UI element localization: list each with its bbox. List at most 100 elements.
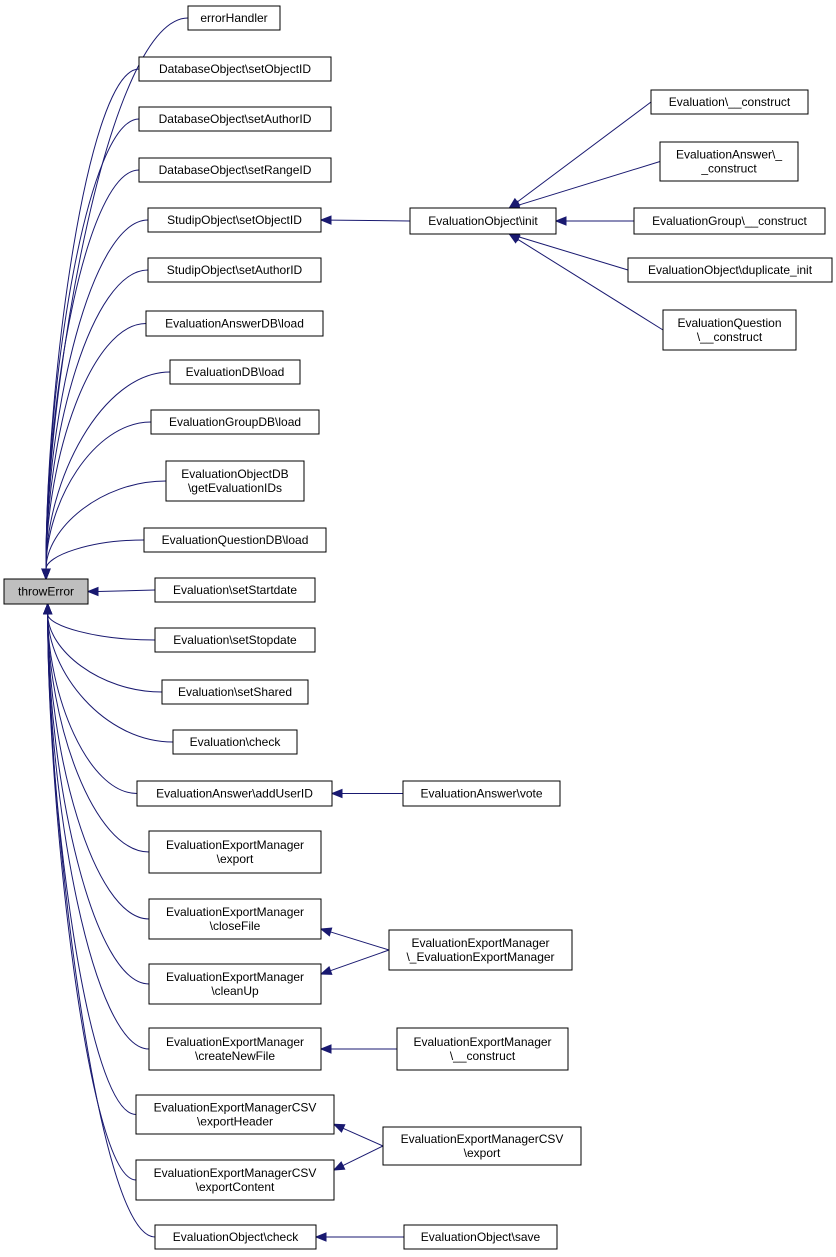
node-box[interactable]: [138, 56, 332, 82]
node-box[interactable]: [148, 1027, 322, 1071]
edge-line: [47, 613, 156, 1238]
graph-node-object-check[interactable]: EvaluationObject\check: [154, 1224, 317, 1250]
node-box[interactable]: [402, 780, 561, 807]
graph-node-object-init[interactable]: EvaluationObject\init: [409, 207, 557, 235]
graph-node-answerdb-load[interactable]: EvaluationAnswerDB\load: [145, 310, 324, 337]
node-box[interactable]: [147, 207, 322, 233]
node-box[interactable]: [138, 106, 332, 132]
graph-node-throwError[interactable]: throwError: [3, 578, 89, 605]
graph-node-eval-construct[interactable]: Evaluation\__construct: [650, 89, 809, 115]
graph-node-errorHandler[interactable]: errorHandler: [187, 5, 281, 31]
graph-node-eval-setStopdate[interactable]: Evaluation\setStopdate: [154, 627, 316, 653]
node-label: _construct: [700, 162, 757, 176]
node-box[interactable]: [659, 141, 799, 182]
node-box[interactable]: [633, 207, 826, 235]
graph-node-question-construct[interactable]: EvaluationQuestion\__construct: [662, 309, 797, 351]
graph-node-eval-check[interactable]: Evaluation\check: [172, 729, 298, 755]
node-label: EvaluationObjectDB: [181, 467, 288, 481]
node-label: \exportContent: [196, 1180, 275, 1194]
node-label: EvaluationAnswer\_: [676, 148, 782, 162]
node-box[interactable]: [165, 460, 305, 502]
graph-node-questiondb-load[interactable]: EvaluationQuestionDB\load: [143, 527, 327, 553]
node-label: Evaluation\check: [190, 735, 282, 749]
graph-node-group-construct[interactable]: EvaluationGroup\__construct: [633, 207, 826, 235]
node-label: EvaluationObject\duplicate_init: [648, 263, 813, 277]
node-label: EvaluationQuestionDB\load: [162, 533, 309, 547]
node-box[interactable]: [169, 359, 301, 385]
graph-edge-em-closeFile-to-throwError: [42, 602, 150, 920]
node-box[interactable]: [154, 577, 316, 603]
node-box[interactable]: [154, 627, 316, 653]
node-box[interactable]: [147, 257, 322, 283]
graph-edge-object-save-to-object-check: [314, 1232, 404, 1242]
graph-node-db-setRangeID[interactable]: DatabaseObject\setRangeID: [138, 157, 332, 183]
graph-node-csv-export[interactable]: EvaluationExportManagerCSV\export: [382, 1126, 582, 1166]
node-box[interactable]: [650, 89, 809, 115]
edge-arrowhead: [86, 586, 99, 597]
node-box[interactable]: [135, 1094, 335, 1135]
graph-node-csv-exportHeader[interactable]: EvaluationExportManagerCSV\exportHeader: [135, 1094, 335, 1135]
edge-arrowhead: [319, 927, 333, 937]
edge-line: [45, 539, 145, 570]
node-box[interactable]: [3, 578, 89, 605]
graph-node-object-save[interactable]: EvaluationObject\save: [403, 1224, 558, 1250]
node-box[interactable]: [627, 257, 833, 283]
graph-node-evaldb-load[interactable]: EvaluationDB\load: [169, 359, 301, 385]
node-layer: throwError errorHandlerDatabaseObject\set…: [3, 5, 833, 1250]
edge-line: [47, 613, 150, 920]
edge-line: [45, 421, 152, 570]
graph-node-studip-setObjectID[interactable]: StudipObject\setObjectID: [147, 207, 322, 233]
graph-node-answer-addUserID[interactable]: EvaluationAnswer\addUserID: [136, 780, 333, 807]
node-box[interactable]: [403, 1224, 558, 1250]
node-box[interactable]: [396, 1027, 569, 1071]
graph-edge-answer-addUserID-to-throwError: [42, 602, 138, 794]
node-box[interactable]: [388, 929, 573, 971]
node-box[interactable]: [138, 157, 332, 183]
graph-node-groupdb-load[interactable]: EvaluationGroupDB\load: [150, 409, 320, 435]
node-box[interactable]: [662, 309, 797, 351]
edge-arrowhead: [42, 602, 53, 615]
graph-node-em-cleanUp[interactable]: EvaluationExportManager\cleanUp: [148, 963, 322, 1005]
graph-node-em-closeFile[interactable]: EvaluationExportManager\closeFile: [148, 898, 322, 940]
graph-node-db-setAuthorID[interactable]: DatabaseObject\setAuthorID: [138, 106, 332, 132]
node-box[interactable]: [145, 310, 324, 337]
graph-edge-question-construct-to-object-init: [508, 233, 664, 331]
node-box[interactable]: [148, 898, 322, 940]
node-box[interactable]: [148, 963, 322, 1005]
edge-line: [517, 238, 664, 331]
node-box[interactable]: [161, 679, 309, 705]
node-box[interactable]: [382, 1126, 582, 1166]
graph-node-em-export[interactable]: EvaluationExportManager\export: [148, 830, 322, 874]
graph-node-em-destructor[interactable]: EvaluationExportManager\_EvaluationExpor…: [388, 929, 573, 971]
node-label: EvaluationAnswer\addUserID: [156, 787, 313, 801]
graph-node-em-createNewFile[interactable]: EvaluationExportManager\createNewFile: [148, 1027, 322, 1071]
node-box[interactable]: [135, 1159, 335, 1201]
edge-line: [45, 480, 167, 570]
node-box[interactable]: [143, 527, 327, 553]
graph-node-studip-setAuthorID[interactable]: StudipObject\setAuthorID: [147, 257, 322, 283]
graph-node-em-construct[interactable]: EvaluationExportManager\__construct: [396, 1027, 569, 1071]
graph-node-object-duplicate-init[interactable]: EvaluationObject\duplicate_init: [627, 257, 833, 283]
graph-node-answer-construct[interactable]: EvaluationAnswer\__construct: [659, 141, 799, 182]
node-box[interactable]: [409, 207, 557, 235]
edge-line: [47, 613, 137, 1115]
node-label: EvaluationObject\save: [421, 1230, 541, 1244]
graph-node-csv-exportContent[interactable]: EvaluationExportManagerCSV\exportContent: [135, 1159, 335, 1201]
node-box[interactable]: [148, 830, 322, 874]
node-label: throwError: [18, 585, 74, 599]
node-box[interactable]: [172, 729, 298, 755]
node-label: Evaluation\__construct: [669, 95, 791, 109]
graph-node-db-setObjectID[interactable]: DatabaseObject\setObjectID: [138, 56, 332, 82]
node-label: StudipObject\setObjectID: [167, 213, 302, 227]
graph-node-objectdb-getids[interactable]: EvaluationObjectDB\getEvaluationIDs: [165, 460, 305, 502]
graph-node-eval-setStartdate[interactable]: Evaluation\setStartdate: [154, 577, 316, 603]
node-label: EvaluationExportManager: [166, 838, 304, 852]
node-box[interactable]: [187, 5, 281, 31]
graph-node-answer-vote[interactable]: EvaluationAnswer\vote: [402, 780, 561, 807]
node-box[interactable]: [154, 1224, 317, 1250]
graph-edge-group-construct-to-object-init: [554, 216, 634, 226]
graph-node-eval-setShared[interactable]: Evaluation\setShared: [161, 679, 309, 705]
node-box[interactable]: [150, 409, 320, 435]
edge-line: [45, 17, 189, 570]
node-box[interactable]: [136, 780, 333, 807]
